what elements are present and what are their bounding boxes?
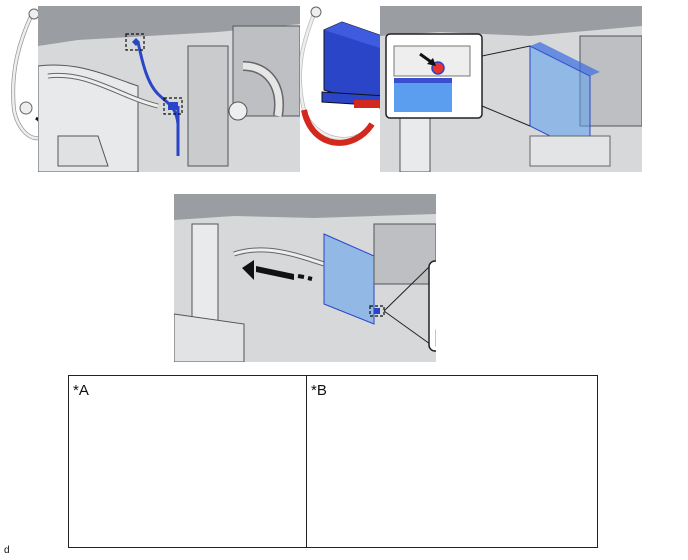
label-b: *B: [311, 382, 327, 399]
dashed-highlight-box: [125, 33, 145, 51]
comparison-divider: [306, 375, 307, 548]
step1-illustration: [38, 6, 300, 172]
dashed-highlight-box: [163, 97, 183, 115]
push-arrow-icon: [242, 260, 313, 281]
step2-drawing: [380, 6, 642, 172]
document-code: d: [4, 545, 10, 556]
comparison-box: [68, 375, 598, 548]
step3-illustration: [174, 194, 436, 362]
step3-inset: [428, 260, 436, 352]
dashed-highlight-box: [369, 305, 385, 317]
step3-drawing: [174, 194, 436, 362]
step2-illustration: [380, 6, 642, 172]
callout-arrow-icon: [419, 52, 436, 66]
step1-drawing: [38, 6, 300, 172]
label-a: *A: [73, 382, 89, 399]
